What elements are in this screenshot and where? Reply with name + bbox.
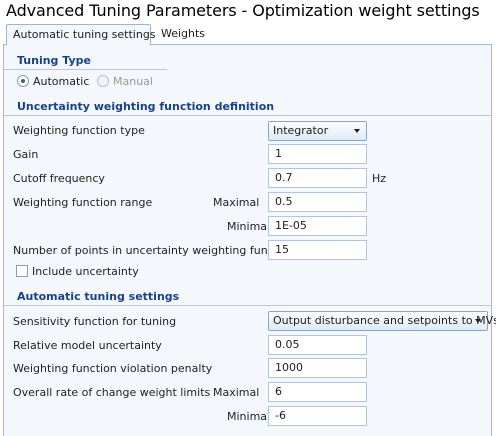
rate-limits-maximal-label: Maximal [213, 386, 260, 399]
num-points-input[interactable]: 15 [268, 240, 367, 260]
gain-input[interactable]: 1 [268, 144, 367, 164]
include-uncertainty-checkbox[interactable] [16, 265, 28, 277]
relative-model-uncertainty-label: Relative model uncertainty [13, 339, 162, 352]
rate-limits-label: Overall rate of change weight limits [13, 386, 211, 399]
range-maximal-label: Maximal [213, 196, 260, 209]
violation-penalty-input[interactable]: 1000 [268, 358, 367, 378]
tab-weights[interactable]: Weights [160, 27, 206, 40]
manual-radio[interactable] [97, 75, 109, 87]
tab-strip: Automatic tuning settings Weights [0, 24, 496, 45]
range-minimal-input[interactable]: 1E-05 [268, 216, 367, 236]
weighting-function-range-label: Weighting function range [13, 196, 153, 209]
cutoff-frequency-unit: Hz [372, 172, 387, 185]
include-uncertainty-label[interactable]: Include uncertainty [32, 265, 139, 278]
rate-limits-minimal-input[interactable]: -6 [268, 406, 367, 426]
sensitivity-function-value: Output disturbance and setpoints to MVs [273, 314, 496, 327]
num-points-label: Number of points in uncertainty weightin… [13, 244, 295, 257]
manual-radio-label[interactable]: Manual [113, 75, 153, 88]
range-minimal-label: Minimal [227, 220, 271, 233]
settings-panel [3, 44, 492, 436]
sensitivity-function-dropdown[interactable]: Output disturbance and setpoints to MVs [268, 311, 496, 331]
weighting-function-type-value: Integrator [273, 124, 329, 137]
weighting-function-type-label: Weighting function type [13, 124, 145, 137]
automatic-tuning-settings-header: Automatic tuning settings [4, 288, 492, 306]
automatic-radio-label[interactable]: Automatic [33, 75, 90, 88]
cutoff-frequency-input[interactable]: 0.7 [268, 168, 367, 188]
relative-model-uncertainty-input[interactable]: 0.05 [268, 335, 367, 355]
range-maximal-input[interactable]: 0.5 [268, 192, 367, 212]
cutoff-frequency-label: Cutoff frequency [13, 172, 105, 185]
chevron-down-icon [354, 129, 360, 133]
rate-limits-minimal-label: Minimal [227, 410, 271, 423]
automatic-radio[interactable] [17, 75, 29, 87]
weighting-function-type-dropdown[interactable]: Integrator [268, 121, 367, 141]
chevron-down-icon [475, 319, 481, 323]
window-title: Advanced Tuning Parameters - Optimizatio… [6, 1, 480, 20]
uncertainty-header: Uncertainty weighting function definitio… [4, 98, 492, 116]
sensitivity-function-label: Sensitivity function for tuning [13, 315, 177, 328]
rate-limits-maximal-input[interactable]: 6 [268, 382, 367, 402]
gain-label: Gain [13, 148, 39, 161]
tab-automatic-tuning-settings[interactable]: Automatic tuning settings [6, 24, 156, 45]
tuning-type-header: Tuning Type [4, 52, 167, 70]
violation-penalty-label: Weighting function violation penalty [13, 362, 213, 375]
